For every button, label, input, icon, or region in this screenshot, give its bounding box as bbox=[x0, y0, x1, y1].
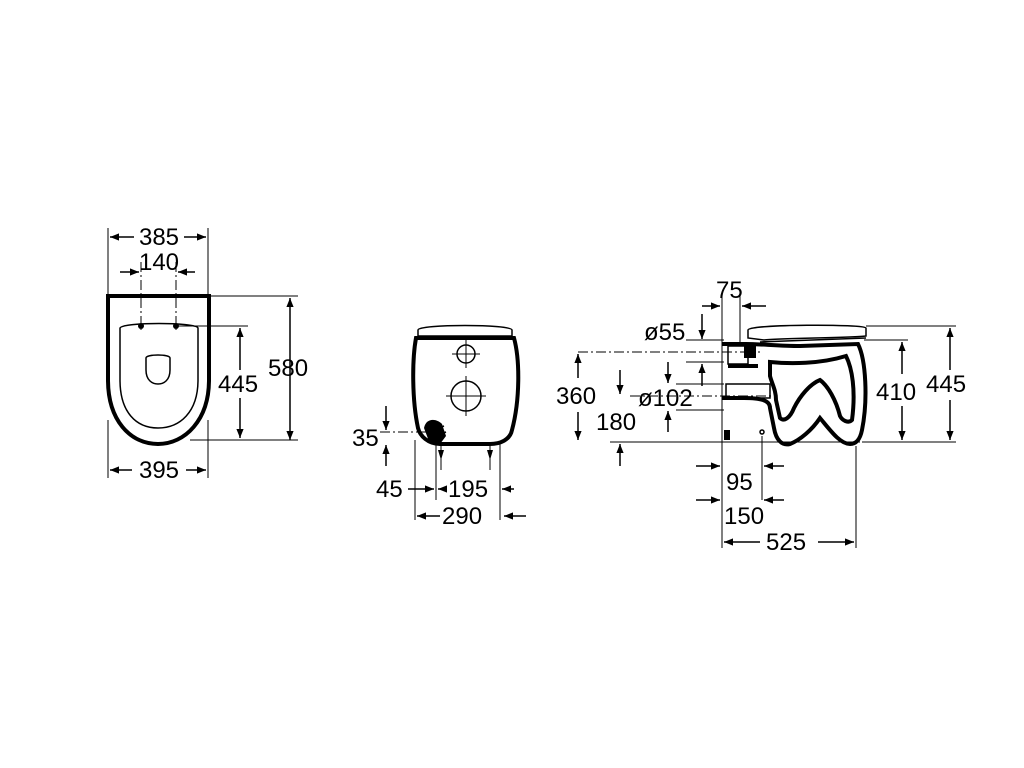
dim-410: 410 bbox=[876, 379, 916, 406]
dim-445: 445 bbox=[218, 371, 258, 398]
side-view: 75 ø55 ø102 360 180 410 445 95 150 bbox=[556, 277, 966, 556]
dim-140: 140 bbox=[139, 249, 179, 276]
side-view-body bbox=[722, 341, 868, 447]
dim-o55: ø55 bbox=[644, 319, 685, 346]
rear-view: 35 45 195 290 bbox=[352, 324, 526, 530]
dim-75: 75 bbox=[716, 277, 743, 304]
floor-fixing bbox=[724, 430, 730, 440]
side-view-trap bbox=[768, 353, 856, 424]
dim-525: 525 bbox=[766, 529, 806, 556]
top-view: 385 140 580 445 395 bbox=[106, 224, 308, 484]
dim-445-side: 445 bbox=[926, 371, 966, 398]
side-view-seat bbox=[747, 324, 867, 341]
dim-45: 45 bbox=[376, 476, 403, 503]
rear-view-seat bbox=[417, 324, 513, 337]
dim-150: 150 bbox=[724, 503, 764, 530]
dim-o102: ø102 bbox=[638, 385, 693, 412]
dim-580: 580 bbox=[268, 355, 308, 382]
top-view-opening bbox=[145, 354, 171, 385]
rear-foot-left bbox=[424, 419, 446, 444]
dim-290: 290 bbox=[442, 503, 482, 530]
dim-385: 385 bbox=[139, 224, 179, 251]
dim-95: 95 bbox=[726, 469, 753, 496]
outlet-pipe bbox=[725, 383, 771, 399]
top-view-outline bbox=[106, 294, 211, 447]
dim-360: 360 bbox=[556, 383, 596, 410]
fixing-point bbox=[759, 429, 765, 435]
dim-35: 35 bbox=[352, 425, 379, 452]
dim-395: 395 bbox=[139, 457, 179, 484]
top-view-seat bbox=[119, 322, 199, 429]
dim-180: 180 bbox=[596, 409, 636, 436]
dim-195: 195 bbox=[448, 476, 488, 503]
